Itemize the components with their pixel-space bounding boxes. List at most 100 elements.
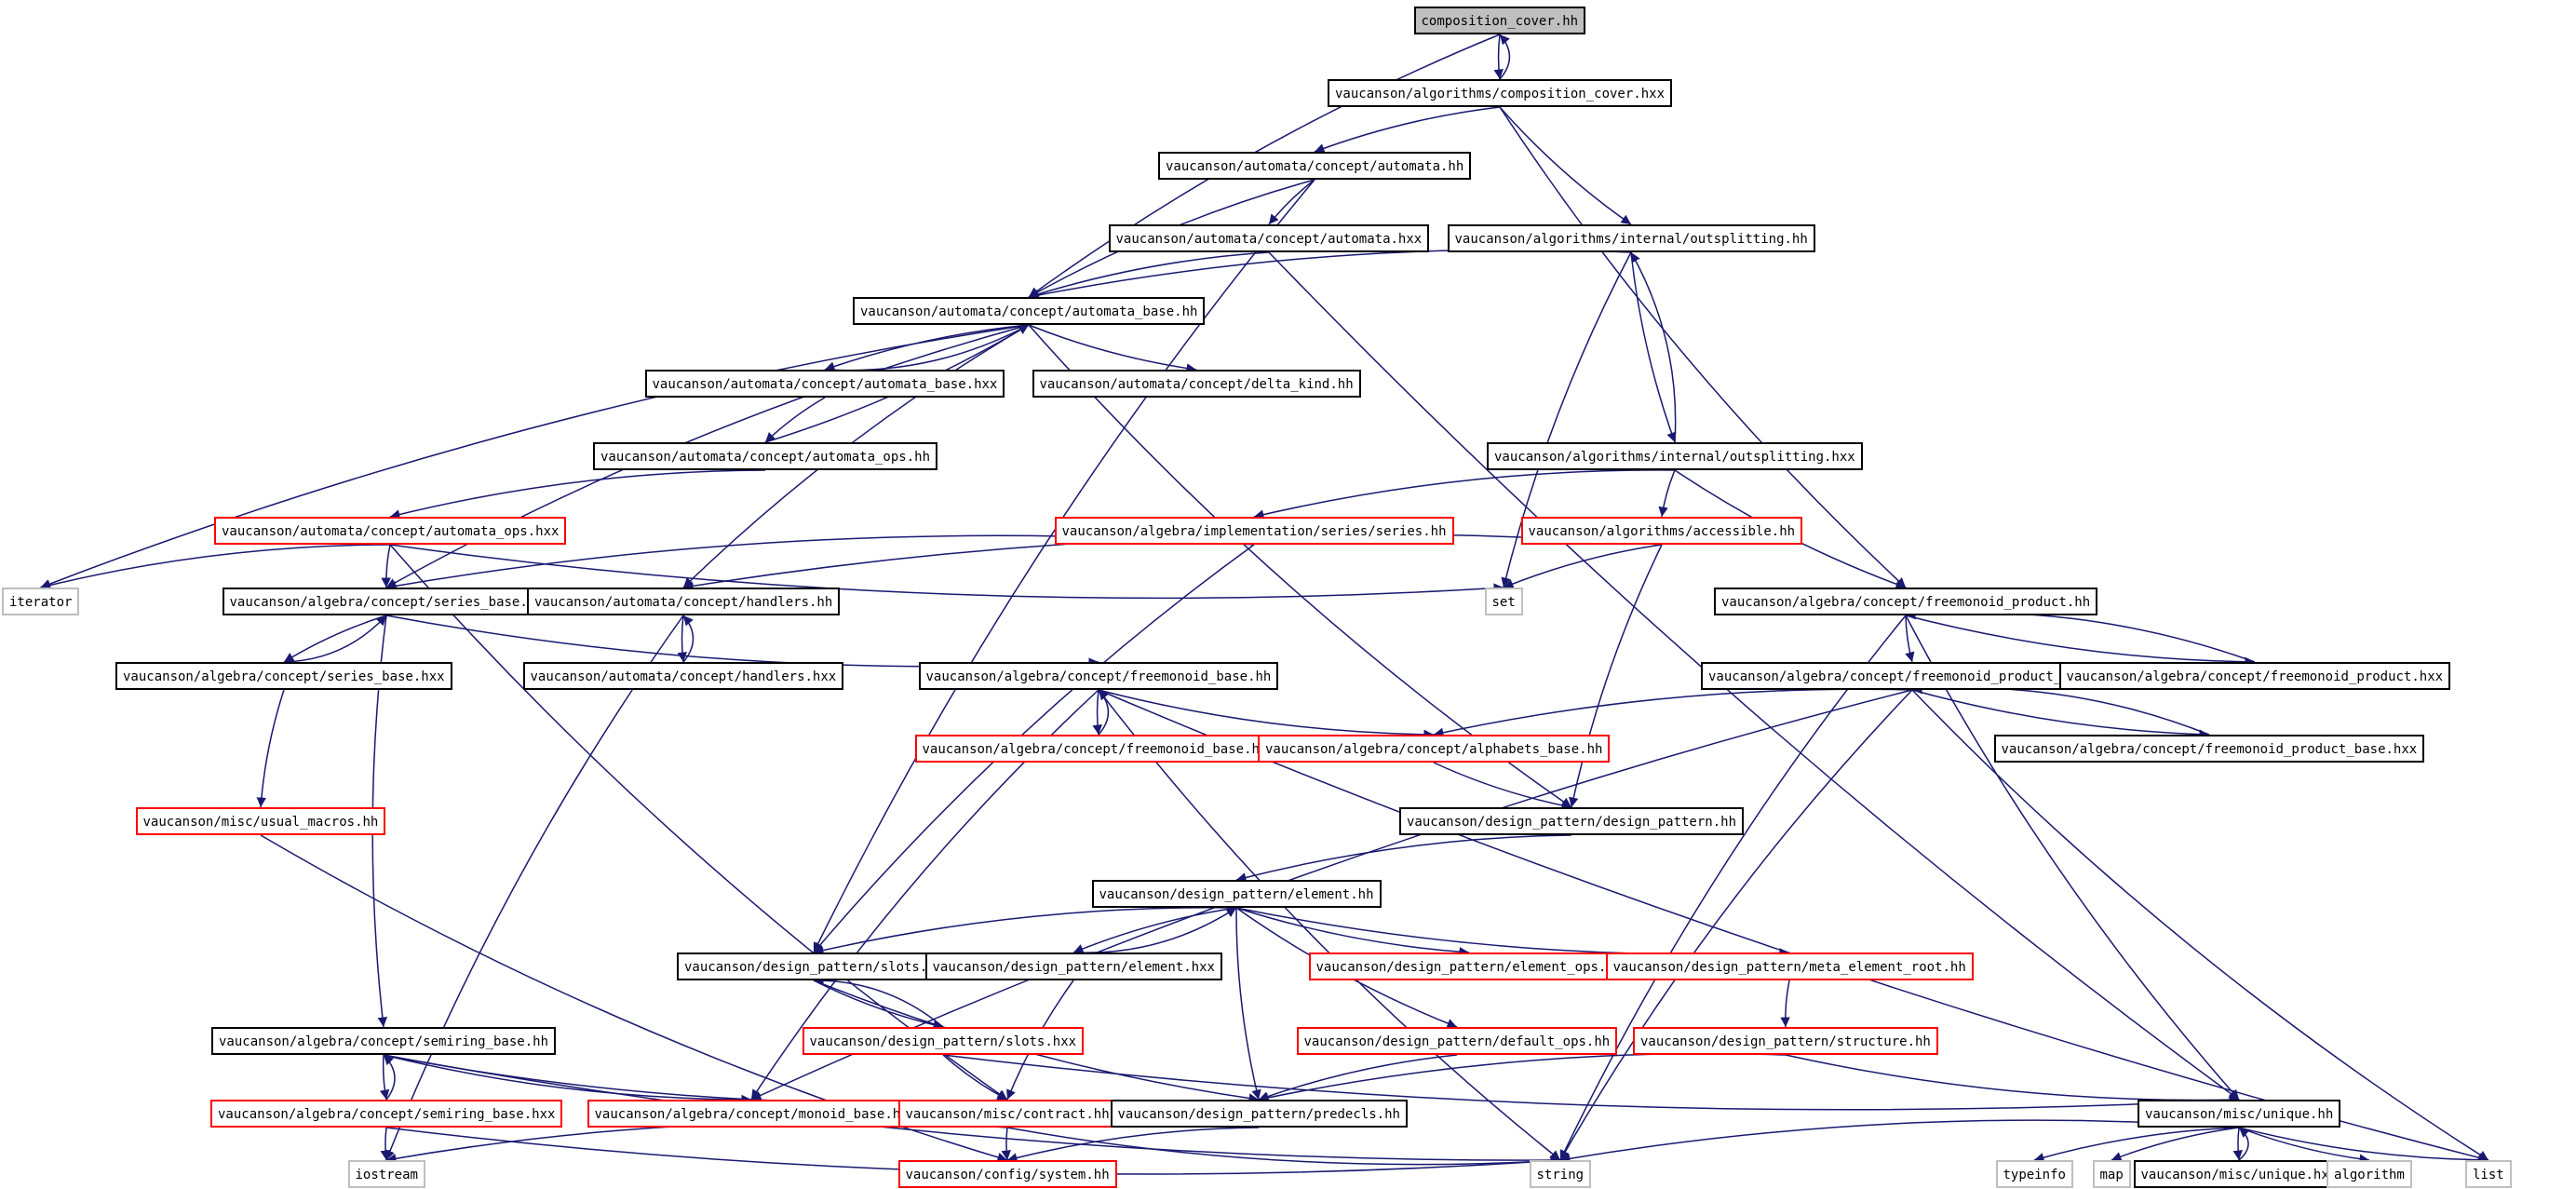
edge-automata-hh-to-slots-hh [813, 179, 1315, 953]
node-elem-hh[interactable]: vaucanson/design_pattern/element.hh [1091, 880, 1382, 908]
node-automata-hh[interactable]: vaucanson/automata/concept/automata.hh [1158, 152, 1472, 180]
node-elem-ops[interactable]: vaucanson/design_pattern/element_ops.hh [1308, 953, 1630, 980]
edge-ab-hxx-to-ab-hh [824, 324, 1030, 372]
node-meta[interactable]: vaucanson/design_pattern/meta_element_ro… [1605, 953, 1974, 980]
edge-slots-hxx-to-unique-hh [942, 1054, 2240, 1111]
node-ab-hxx[interactable]: vaucanson/automata/concept/automata_base… [644, 370, 1005, 398]
edge-unique-hh-to-list [2238, 1127, 2489, 1166]
node-slots-hh[interactable]: vaucanson/design_pattern/slots.hh [677, 953, 951, 980]
node-unique-hh[interactable]: vaucanson/misc/unique.hh [2138, 1100, 2341, 1128]
node-automata-hxx[interactable]: vaucanson/automata/concept/automata.hxx [1108, 224, 1430, 252]
node-fmpb-hxx[interactable]: vaucanson/algebra/concept/freemonoid_pro… [1993, 735, 2425, 763]
node-typeinfo[interactable]: typeinfo [1995, 1160, 2073, 1188]
edge-fmb-hh-to-alpha [1098, 689, 1435, 740]
node-elem-hxx[interactable]: vaucanson/design_pattern/element.hxx [924, 953, 1222, 980]
node-series-impl[interactable]: vaucanson/algebra/implementation/series/… [1054, 517, 1454, 545]
node-handlers-hxx[interactable]: vaucanson/automata/concept/handlers.hxx [522, 662, 844, 690]
node-cc-hxx[interactable]: vaucanson/algorithms/composition_cover.h… [1328, 79, 1673, 107]
edge-sb-hxx-to-usual [256, 689, 285, 808]
edge-handlers-hh-to-handlers-hxx [677, 615, 687, 663]
node-fmp-hh[interactable]: vaucanson/algebra/concept/freemonoid_pro… [1714, 588, 2098, 615]
node-map[interactable]: map [2092, 1160, 2131, 1188]
node-dp-hh[interactable]: vaucanson/design_pattern/design_pattern.… [1399, 807, 1745, 835]
node-system[interactable]: vaucanson/config/system.hh [897, 1160, 1117, 1188]
node-slots-hxx[interactable]: vaucanson/design_pattern/slots.hxx [802, 1027, 1085, 1055]
node-contract[interactable]: vaucanson/misc/contract.hh [897, 1100, 1117, 1128]
edge-alpha-to-dp-hh [1433, 762, 1572, 811]
node-accessible[interactable]: vaucanson/algorithms/accessible.hh [1520, 517, 1803, 545]
edge-aops-hxx-to-set [389, 544, 1504, 600]
node-aops-hxx[interactable]: vaucanson/automata/concept/automata_ops.… [214, 517, 567, 545]
edge-automata-hxx-to-unique-hh [1268, 251, 2240, 1101]
edge-semi-hh-to-semi-hxx [379, 1054, 390, 1101]
node-unique-hxx[interactable]: vaucanson/misc/unique.hxx [2133, 1160, 2345, 1188]
edge-root-to-ab-hh [1028, 34, 1501, 298]
edge-outsplit-hxx-to-series-impl [1253, 469, 1676, 520]
edge-meta-to-structure [1780, 980, 1790, 1028]
edge-contract-to-system [1001, 1127, 1011, 1161]
edge-semi-hh-to-monoid [383, 1054, 752, 1105]
edge-semi-hxx-to-semi-hh [383, 1054, 396, 1101]
node-usual[interactable]: vaucanson/misc/usual_macros.hh [135, 807, 386, 835]
node-sb-hxx[interactable]: vaucanson/algebra/concept/series_base.hx… [115, 662, 452, 690]
node-fmpb-hh[interactable]: vaucanson/algebra/concept/freemonoid_pro… [1701, 662, 2124, 690]
edge-predecls-to-system [1006, 1127, 1260, 1163]
edge-ab-hxx-to-aops-hh [764, 397, 826, 443]
node-ab-hh[interactable]: vaucanson/automata/concept/automata_base… [853, 297, 1206, 325]
node-fmp-hxx[interactable]: vaucanson/algebra/concept/freemonoid_pro… [2058, 662, 2451, 690]
edge-cc-hxx-to-automata-hh [1314, 106, 1501, 154]
node-string[interactable]: string [1529, 1160, 1592, 1188]
edge-fmpb-hh-to-monoid [750, 689, 1913, 1101]
edge-slots-hxx-to-slots-hh [813, 975, 944, 1028]
node-fmb-hh[interactable]: vaucanson/algebra/concept/freemonoid_bas… [918, 662, 1279, 690]
node-iterator[interactable]: iterator [2, 588, 80, 615]
edge-structure-to-unique-hh [1785, 1054, 2240, 1105]
edge-unique-hh-to-map [2111, 1127, 2240, 1162]
node-handlers-hh[interactable]: vaucanson/automata/concept/handlers.hh [527, 588, 841, 615]
edge-unique-hh-to-unique-hxx [2232, 1127, 2243, 1161]
edge-fmpb-hh-to-alpha [1433, 688, 1913, 737]
node-fmb-hxx[interactable]: vaucanson/algebra/concept/freemonoid_bas… [914, 735, 1283, 763]
edge-ab-hh-to-iterator [40, 324, 1030, 589]
edge-elem-hh-to-slots-hh [813, 907, 1237, 955]
edge-dp-hh-to-elem-hh [1235, 834, 1572, 883]
edge-elem-hh-to-predecls [1235, 907, 1261, 1101]
edge-fmb-hh-to-fmb-hxx [1092, 689, 1102, 736]
node-monoid[interactable]: vaucanson/algebra/concept/monoid_base.hh [587, 1100, 916, 1128]
node-semi-hxx[interactable]: vaucanson/algebra/concept/semiring_base.… [210, 1100, 563, 1128]
node-algorithm[interactable]: algorithm [2326, 1160, 2412, 1188]
edge-slots-hh-to-slots-hxx [813, 980, 944, 1030]
edge-fmpb-hh-to-string [1559, 689, 1913, 1161]
node-predecls[interactable]: vaucanson/design_pattern/predecls.hh [1110, 1100, 1408, 1128]
edge-unique-hxx-to-unique-hh [2238, 1127, 2250, 1161]
node-delta-kind[interactable]: vaucanson/automata/concept/delta_kind.hh [1032, 370, 1361, 398]
edge-semi-hxx-to-iostream [380, 1127, 390, 1161]
node-iostream[interactable]: iostream [347, 1160, 425, 1188]
edge-fmpb-hh-to-fmpb-hxx [1911, 689, 2210, 739]
edge-fmb-hh-to-string [1098, 689, 1561, 1161]
edge-handlers-hh-to-iostream [385, 615, 684, 1161]
edge-aops-hxx-to-contract [389, 544, 1008, 1101]
node-def-ops[interactable]: vaucanson/design_pattern/default_ops.hh [1296, 1027, 1618, 1055]
edge-automata-hh-to-automata-hxx [1268, 179, 1315, 225]
node-alpha[interactable]: vaucanson/algebra/concept/alphabets_base… [1258, 735, 1611, 763]
edge-elem-hh-to-elem-ops [1235, 907, 1470, 957]
node-aops-hh[interactable]: vaucanson/automata/concept/automata_ops.… [593, 442, 938, 470]
node-root[interactable]: composition_cover.hh [1413, 7, 1586, 34]
node-set[interactable]: set [1484, 588, 1523, 615]
edge-def-ops-to-predecls [1258, 1054, 1458, 1101]
edge-accessible-to-set [1503, 544, 1663, 588]
edge-ab-hh-to-delta-kind [1028, 324, 1197, 373]
edge-cc-hxx-to-fmp-hh [1499, 106, 1907, 588]
edge-sb-hh-to-fmb-hh [385, 615, 1099, 668]
node-outsplit-hxx[interactable]: vaucanson/algorithms/internal/outsplitti… [1487, 442, 1863, 470]
edge-outsplit-hh-to-outsplit-hxx [1630, 251, 1677, 443]
node-list[interactable]: list [2465, 1160, 2512, 1188]
node-sb-hh[interactable]: vaucanson/algebra/concept/series_base.hh [222, 588, 551, 615]
edge-outsplit-hxx-to-accessible [1658, 469, 1676, 518]
node-structure[interactable]: vaucanson/design_pattern/structure.hh [1633, 1027, 1938, 1055]
edge-outsplit-hh-to-set [1501, 251, 1632, 588]
node-outsplit-hh[interactable]: vaucanson/algorithms/internal/outsplitti… [1447, 224, 1815, 252]
node-semi-hh[interactable]: vaucanson/algebra/concept/semiring_base.… [211, 1027, 557, 1055]
